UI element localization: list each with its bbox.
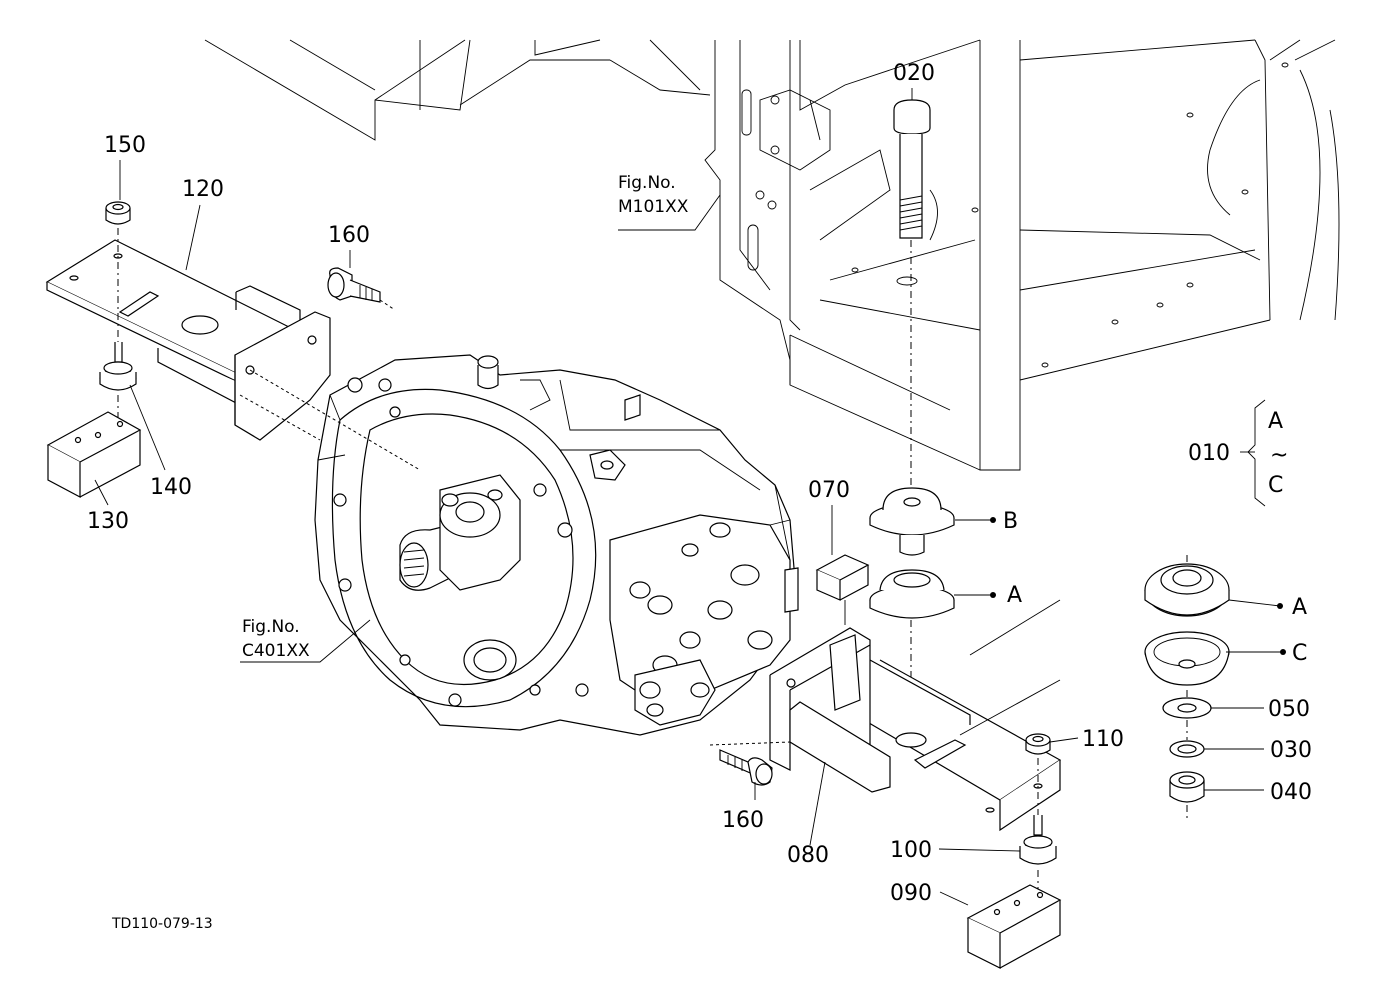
label-100: 100 <box>890 838 932 863</box>
fig-ref-m101xx-line2: M101XX <box>618 197 689 217</box>
label-010: 010 <box>1188 441 1230 466</box>
leader-lines <box>94 88 1283 906</box>
input-shaft <box>399 474 521 591</box>
label-130: 130 <box>87 509 129 534</box>
bracket-120 <box>45 239 421 471</box>
callout-a-right: A <box>1292 595 1307 620</box>
rubber-mount-b <box>869 487 955 556</box>
upper-frame-outline <box>204 39 711 141</box>
nut-040 <box>1169 690 1205 820</box>
nut-150 <box>105 201 131 350</box>
rubber-mount-a-center <box>869 569 955 740</box>
fig-ref-m101xx-line1: Fig.No. <box>618 173 676 193</box>
group-letter-top: A <box>1268 409 1283 434</box>
part-labels: 020 150 120 160 140 130 070 010 050 030 … <box>87 61 1312 906</box>
mount-140 <box>99 342 137 420</box>
callout-a-center: A <box>1007 583 1022 608</box>
transmission-case <box>314 354 799 736</box>
rubber-mount-a-right <box>1144 555 1230 617</box>
bolt-160-lower <box>719 749 773 786</box>
spring-washer-030 <box>1169 740 1205 758</box>
pad-070 <box>815 554 870 625</box>
callout-c: C <box>1292 641 1307 666</box>
nut-110 <box>1025 733 1051 820</box>
valve-block <box>609 484 799 726</box>
label-160-lower: 160 <box>722 808 764 833</box>
label-090: 090 <box>890 881 932 906</box>
cushion-c <box>1144 631 1230 686</box>
block-130 <box>46 411 142 498</box>
bracket-080 <box>709 599 1062 832</box>
group-letter-bottom: C <box>1268 473 1283 498</box>
fig-ref-c401xx-line1: Fig.No. <box>242 617 300 637</box>
leader-dots <box>990 517 1286 655</box>
bolt-020 <box>893 99 931 500</box>
label-110: 110 <box>1082 727 1124 752</box>
label-160-upper: 160 <box>328 223 370 248</box>
group-letter-tilde: ~ <box>1270 443 1288 468</box>
label-080: 080 <box>787 843 829 868</box>
callout-letters: B A A C <box>1003 509 1307 666</box>
mount-100 <box>1019 815 1057 895</box>
label-120: 120 <box>182 177 224 202</box>
washer-050 <box>1162 697 1212 719</box>
label-040: 040 <box>1270 780 1312 805</box>
label-030: 030 <box>1270 738 1312 763</box>
label-020: 020 <box>893 61 935 86</box>
label-070: 070 <box>808 478 850 503</box>
figure-references: Fig.No. M101XX Fig.No. C401XX <box>242 173 689 661</box>
label-150: 150 <box>104 133 146 158</box>
drawing-code: TD110-079-13 <box>111 916 213 932</box>
label-050: 050 <box>1268 697 1310 722</box>
bolt-160-upper <box>327 267 396 311</box>
fig-ref-c401xx-line2: C401XX <box>242 641 310 661</box>
main-frame <box>704 39 1340 471</box>
label-140: 140 <box>150 475 192 500</box>
group-letters: A ~ C <box>1268 409 1288 498</box>
block-090 <box>966 884 1062 969</box>
callout-b: B <box>1003 509 1018 534</box>
